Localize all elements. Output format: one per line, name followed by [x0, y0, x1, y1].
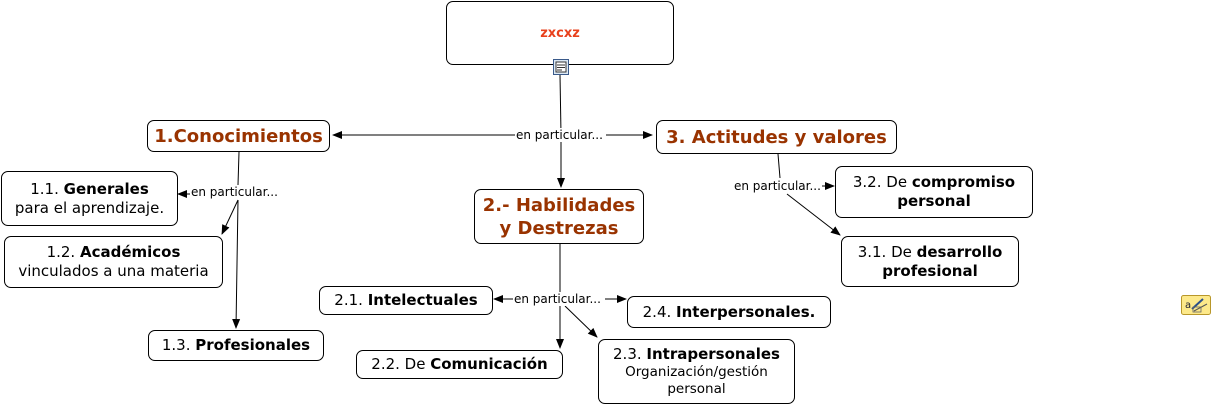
node-3-1-prefix: 3.1. De	[857, 242, 917, 261]
root-node[interactable]: zxcxz	[446, 1, 674, 65]
node-1-1-bold: Generales	[63, 179, 149, 198]
link-label-habilidades: en particular...	[513, 292, 602, 306]
node-2-4-bold: Interpersonales.	[676, 302, 816, 321]
node-2-4[interactable]: 2.4. Interpersonales.	[627, 296, 831, 328]
node-3-1-line2: profesional	[882, 261, 978, 280]
node-actitudes[interactable]: 3. Actitudes y valores	[656, 120, 897, 154]
node-conocimientos[interactable]: 1.Conocimientos	[147, 120, 330, 152]
node-3-1[interactable]: 3.1. De desarrollo profesional	[841, 236, 1019, 287]
node-1-3[interactable]: 1.3. Profesionales	[148, 330, 324, 361]
node-habilidades-line1: 2.- Habilidades	[482, 194, 636, 216]
node-1-3-bold: Profesionales	[195, 336, 311, 354]
root-title: zxcxz	[540, 25, 580, 41]
node-1-2-bold: Académicos	[79, 243, 181, 261]
link-root-down	[559, 74, 562, 135]
node-2-2-prefix: 2.2. De	[371, 355, 431, 373]
node-3-2[interactable]: 3.2. De compromiso personal	[835, 166, 1033, 218]
node-2-3-bold: Intrapersonales	[646, 345, 780, 363]
svg-text:a: a	[1185, 300, 1191, 311]
node-2-3-prefix: 2.3.	[613, 345, 647, 363]
node-1-2-line2: vinculados a una materia	[18, 262, 209, 280]
link-con-12	[221, 199, 239, 235]
node-conocimientos-label: 1.Conocimientos	[154, 125, 323, 147]
map-document-icon[interactable]	[553, 59, 569, 75]
node-1-1-prefix: 1.1.	[30, 179, 64, 198]
node-2-1-bold: Intelectuales	[367, 291, 478, 309]
node-habilidades[interactable]: 2.- Habilidades y Destrezas	[474, 189, 644, 244]
node-1-1[interactable]: 1.1. Generales para el aprendizaje.	[1, 171, 178, 226]
node-3-2-line2: personal	[897, 192, 971, 210]
note-pencil-icon[interactable]: a	[1181, 295, 1211, 315]
link-con-11	[237, 151, 240, 186]
node-3-1-bold: desarrollo	[916, 242, 1003, 261]
node-2-3[interactable]: 2.3. Intrapersonales Organización/gestió…	[598, 339, 795, 404]
link-act-31	[786, 193, 841, 236]
link-label-actitudes: en particular...	[733, 179, 822, 193]
link-label-center: en particular...	[515, 128, 604, 142]
node-1-3-prefix: 1.3.	[161, 336, 196, 354]
node-2-2[interactable]: 2.2. De Comunicación	[356, 350, 563, 379]
link-hab-23	[564, 305, 598, 338]
node-1-2[interactable]: 1.2. Académicos vinculados a una materia	[4, 236, 223, 288]
node-2-1[interactable]: 2.1. Intelectuales	[319, 286, 493, 315]
node-2-4-prefix: 2.4.	[642, 302, 677, 321]
node-actitudes-label: 3. Actitudes y valores	[666, 126, 887, 148]
node-1-1-line2: para el aprendizaje.	[14, 198, 165, 217]
node-habilidades-line2: y Destrezas	[499, 217, 619, 239]
node-2-1-prefix: 2.1.	[334, 291, 368, 309]
link-label-conocimientos: en particular...	[190, 185, 279, 199]
node-1-2-prefix: 1.2.	[46, 243, 80, 261]
link-act-down	[777, 153, 781, 179]
node-2-2-bold: Comunicación	[430, 355, 548, 373]
node-2-3-line2: Organización/gestión	[625, 364, 768, 380]
node-3-2-prefix: 3.2. De	[852, 173, 912, 191]
link-con-13	[232, 199, 241, 329]
node-3-2-bold: compromiso	[911, 173, 1016, 191]
node-2-3-line3: personal	[667, 381, 726, 397]
